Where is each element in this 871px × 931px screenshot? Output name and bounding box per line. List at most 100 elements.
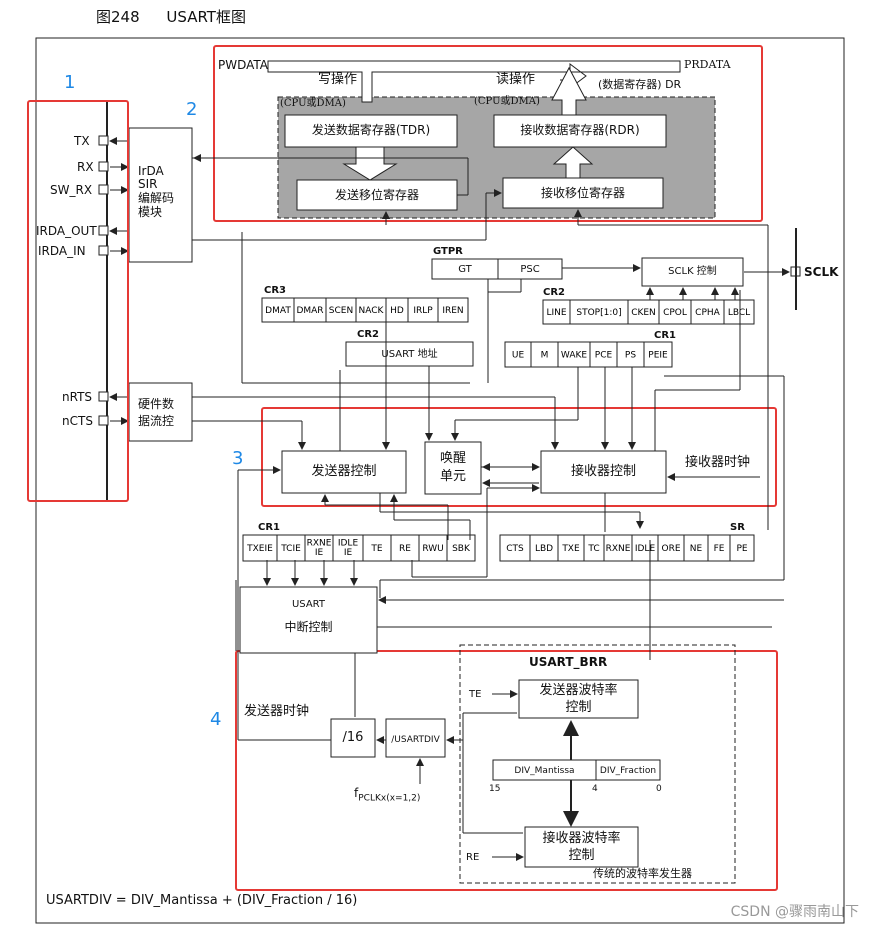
rdr-to-bus-arrow: [551, 66, 587, 116]
sclk-pin-label: SCLK: [804, 265, 839, 279]
hwflow-line-1: 硬件数: [138, 397, 175, 411]
write-op-label: 写操作: [318, 72, 358, 87]
sclk-ctrl-block: [641, 257, 744, 287]
cr1-top-field: UE: [512, 351, 525, 361]
fpclk-main: f: [354, 786, 359, 800]
sr-field: TXE: [561, 544, 580, 554]
sr-field: RXNE: [606, 544, 631, 554]
tdr-block: [284, 114, 458, 148]
cr2-mid-name: CR2: [357, 329, 379, 340]
figure-title: 图248 USART框图: [96, 6, 246, 27]
tx-shift-label: 发送移位寄存器: [334, 188, 419, 202]
brr-bit-0: 0: [656, 784, 662, 794]
sw-rx-pin-label: SW_RX: [50, 183, 93, 197]
data-reg-label: (数据寄存器) DR: [598, 78, 682, 91]
cr3-field: IREN: [442, 306, 463, 316]
cr1-top-field: PCE: [595, 351, 613, 361]
cr2-field: STOP[1:0]: [576, 308, 621, 318]
irq-line-2: 中断控制: [284, 620, 333, 634]
cpu-dma-w-label: (CPU或DMA): [280, 98, 346, 109]
cr3-name: CR3: [264, 285, 286, 296]
cr2-field: LBCL: [728, 308, 750, 318]
sr-cell: [603, 534, 633, 562]
tx-ctrl-label: 发送器控制: [311, 464, 377, 479]
tdr-label: 发送数据寄存器(TDR): [311, 123, 431, 137]
irda-line-2: SIR: [138, 177, 158, 191]
sr-name: SR: [730, 522, 745, 533]
shift-to-rdr-arrow: [552, 146, 594, 179]
cr1-top-cell: [616, 341, 645, 368]
sr-cell: [631, 534, 659, 562]
irq-ctrl-block: [239, 586, 378, 654]
sw-rx-pin: [98, 184, 109, 195]
brr-fraction-cell: [595, 759, 661, 781]
cr1-bottom-field: IE: [344, 548, 353, 558]
cpu-dma-r-label: (CPU或DMA): [474, 96, 540, 107]
cr1-bottom-field: TXEIE: [246, 544, 273, 554]
sr-cell: [729, 534, 755, 562]
tx-baud-line-1: 发送器波特率: [539, 683, 618, 698]
sr-field: CTS: [506, 544, 524, 554]
ncts-pin: [98, 415, 109, 426]
cr3-field: HD: [390, 306, 404, 316]
cr1-top-field: WAKE: [561, 351, 587, 361]
rx-shift-block: [502, 177, 664, 209]
figure-name: USART框图: [166, 8, 246, 26]
gtpr-psc-cell: [497, 258, 563, 280]
cr1-bottom-name: CR1: [258, 522, 280, 533]
cr3-cell: [261, 297, 295, 323]
sr-cell: [557, 534, 585, 562]
cr1-top-cell: [643, 341, 673, 368]
gtpr-psc: PSC: [520, 264, 540, 275]
rdr-label: 接收数据寄存器(RDR): [520, 123, 640, 137]
wakeup-line-2: 单元: [439, 469, 466, 484]
cr2-cell: [723, 299, 755, 325]
usartdiv-block: [385, 718, 446, 758]
sr-field: PE: [736, 544, 747, 554]
rx-shift-label: 接收移位寄存器: [540, 186, 625, 200]
rx-ctrl-label: 接收器控制: [570, 464, 636, 479]
gtpr-name: GTPR: [433, 246, 463, 257]
irda-line-1: IrDA: [138, 164, 164, 178]
hwflow-line-2: 据流控: [138, 414, 175, 428]
callout-2: 2: [186, 99, 198, 120]
outer-frame: [35, 37, 845, 924]
tx-baud-line-2: 控制: [565, 700, 592, 715]
cr1-top-cell: [589, 341, 618, 368]
highlight-box-4: [235, 650, 778, 891]
pwdata-label: PWDATA: [218, 58, 269, 72]
nrts-pin: [98, 391, 109, 402]
rx-clock-label: 接收器时钟: [685, 455, 751, 470]
cr1-bottom-field: RE: [399, 544, 411, 554]
brr-bit-4: 4: [592, 784, 598, 794]
tx-shift-block: [296, 179, 458, 211]
cr3-cell: [293, 297, 327, 323]
div16-label: /16: [342, 730, 364, 745]
cr1-top-field: PS: [625, 351, 636, 361]
irda-out-pin-label: IRDA_OUT: [36, 224, 97, 238]
cr1-top-field: M: [541, 351, 549, 361]
irda-in-pin-label: IRDA_IN: [38, 244, 86, 258]
cr1-top-register: UE M WAKE PCE PS PEIE: [504, 341, 673, 368]
sr-field: TC: [587, 544, 599, 554]
irda-in-pin: [98, 245, 109, 256]
cr3-field: NACK: [359, 306, 385, 316]
callout-4: 4: [210, 709, 222, 730]
cr1-bottom-field: RXNE: [307, 538, 332, 548]
brr-fraction: DIV_Fraction: [599, 766, 657, 776]
cr1-top-field: PEIE: [648, 351, 668, 361]
tx-ctrl-block: [281, 450, 407, 494]
hw-flow-block: [128, 382, 193, 442]
sclk-ctrl-label: SCLK 控制: [668, 266, 717, 277]
fpclk-sub: PCLKx(x=1,2): [358, 793, 421, 804]
tx-pin: [98, 135, 109, 146]
baud-generator-area: [459, 644, 736, 884]
cr2-cell: [627, 299, 660, 325]
cr3-cell: [325, 297, 357, 323]
irda-line-3: 编解码: [138, 191, 175, 205]
nrts-pin-label: nRTS: [62, 390, 93, 404]
watermark: CSDN @骤雨南山下: [730, 904, 859, 920]
